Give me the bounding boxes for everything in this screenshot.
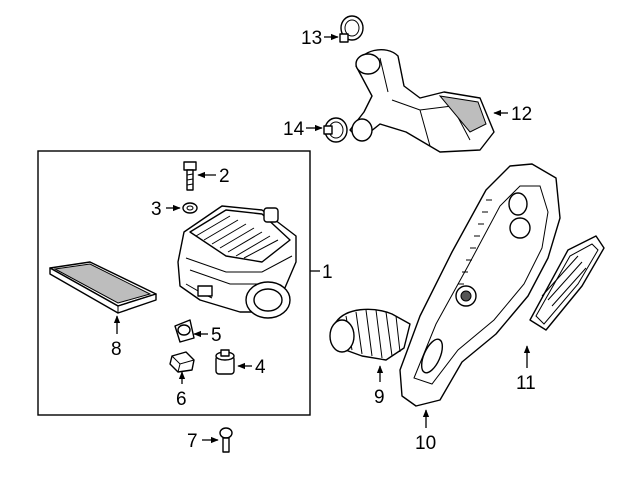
callout-10: 10 bbox=[415, 433, 436, 454]
callout-5: 5 bbox=[211, 325, 222, 346]
air-filter-drawing bbox=[49, 261, 157, 314]
callout-1: 1 bbox=[322, 262, 333, 283]
callout-4: 4 bbox=[255, 357, 266, 378]
bolt-drawing bbox=[183, 161, 197, 191]
callout-6: 6 bbox=[176, 389, 187, 410]
washer-drawing bbox=[182, 202, 198, 214]
callout-14: 14 bbox=[283, 119, 305, 140]
callout-2: 2 bbox=[219, 166, 230, 187]
callout-11: 11 bbox=[516, 373, 536, 394]
push-pin-drawing bbox=[219, 427, 233, 453]
inlet-duct-drawing bbox=[399, 163, 561, 407]
callout-13: 13 bbox=[301, 28, 322, 49]
clamp-lower-drawing bbox=[323, 117, 348, 143]
clamp-upper-drawing bbox=[339, 15, 364, 43]
callout-9: 9 bbox=[374, 387, 385, 408]
callout-12: 12 bbox=[511, 104, 532, 125]
intake-duct-upper-drawing bbox=[349, 48, 495, 153]
mount-drawing bbox=[169, 351, 195, 373]
callout-7: 7 bbox=[187, 431, 198, 452]
coupler-hose-drawing bbox=[329, 308, 411, 361]
grommet-drawing bbox=[174, 319, 195, 343]
callout-8: 8 bbox=[111, 339, 122, 360]
air-cleaner-housing-drawing bbox=[177, 205, 297, 319]
insulator-drawing bbox=[215, 349, 235, 375]
assembly-box bbox=[37, 150, 311, 416]
seal-drawing bbox=[529, 235, 605, 331]
callout-3: 3 bbox=[151, 199, 162, 220]
